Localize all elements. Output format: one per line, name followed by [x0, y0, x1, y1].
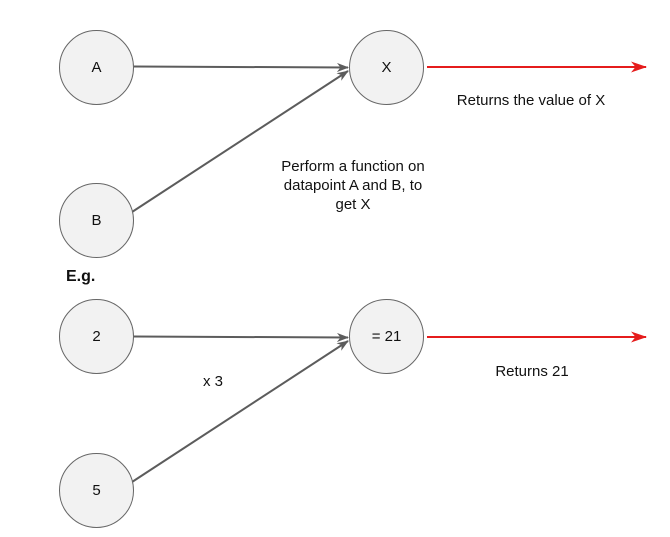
function-annotation-line-3: get X: [335, 196, 371, 213]
node-input-b-label: B: [91, 212, 102, 229]
function-annotation-line-1: Perform a function on: [281, 158, 425, 175]
node-output-x: X: [349, 30, 424, 105]
node-input-a-label: A: [91, 59, 102, 76]
node-input-5: 5: [59, 453, 134, 528]
node-result-21: = 21: [349, 299, 424, 374]
node-input-2: 2: [59, 299, 134, 374]
edge-5-to-result: [131, 340, 349, 483]
node-input-a: A: [59, 30, 134, 105]
return-value-caption: Returns the value of X: [456, 92, 606, 109]
operation-label: x 3: [202, 373, 223, 390]
node-input-b: B: [59, 183, 134, 258]
node-input-2-label: 2: [92, 328, 101, 345]
example-heading: E.g.: [66, 268, 96, 285]
node-input-5-label: 5: [92, 482, 101, 499]
function-annotation: Perform a function on datapoint A and B,…: [253, 157, 453, 214]
node-result-21-label: = 21: [371, 328, 402, 345]
function-annotation-line-2: datapoint A and B, to: [283, 177, 423, 194]
return-21-caption: Returns 21: [495, 363, 569, 380]
edge-a-to-x: [133, 62, 349, 72]
node-output-x-label: X: [381, 59, 392, 76]
edge-2-to-result: [133, 332, 349, 342]
edge-b-to-x: [131, 70, 349, 213]
